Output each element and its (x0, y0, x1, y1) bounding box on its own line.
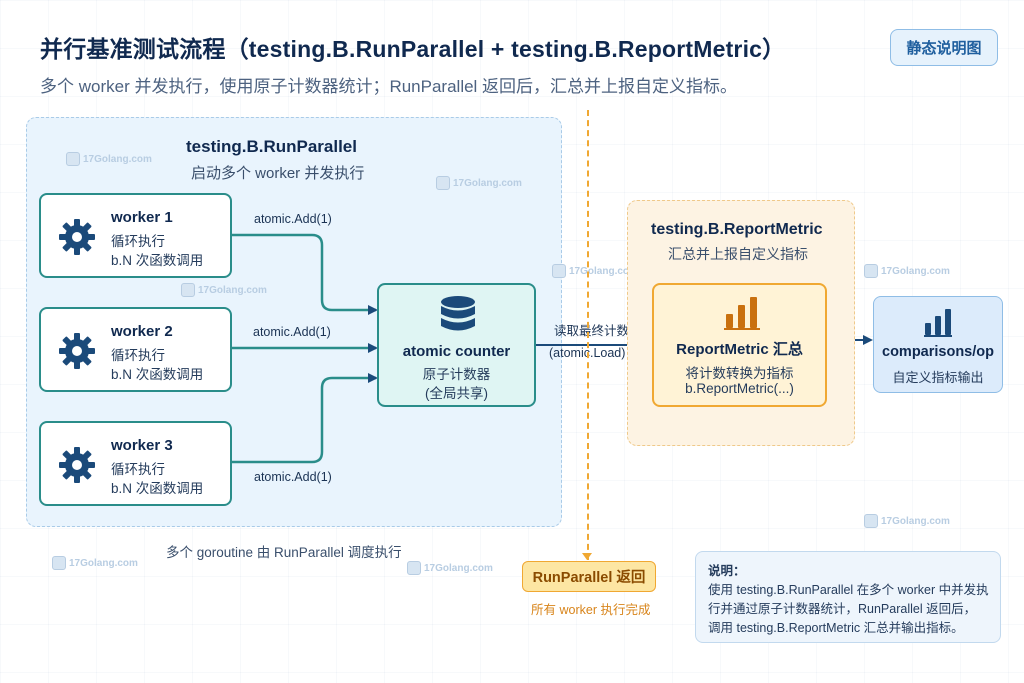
gear-icon (59, 333, 95, 369)
run-parallel-subtitle: 启动多个 worker 并发执行 (191, 165, 365, 182)
report-desc-line2: b.ReportMetric(...) (685, 381, 794, 396)
report-name: ReportMetric 汇总 (676, 341, 803, 358)
run-parallel-return-divider (587, 110, 589, 560)
worker-desc-line1: 循环执行 (111, 462, 165, 477)
report-desc-line1: 将计数转换为指标 (685, 366, 794, 381)
page-title: 并行基准测试流程（testing.B.RunParallel + testing… (40, 36, 786, 62)
watermark: 17Golang.com (864, 264, 950, 278)
bar-chart-icon (724, 297, 760, 330)
report-metric-node: ReportMetric 汇总 将计数转换为指标 b.ReportMetric(… (652, 283, 827, 407)
worker-1-node: worker 1 循环执行 b.N 次函数调用 (39, 193, 232, 278)
worker-name: worker 2 (111, 323, 173, 340)
note-line: 使用 testing.B.RunParallel 在多个 worker 中并发执 (708, 583, 989, 597)
watermark-logo-icon (181, 283, 195, 297)
worker3-to-counter-arrow (232, 373, 378, 464)
atomic-counter-node: atomic counter 原子计数器 (全局共享) (377, 283, 536, 407)
watermark: 17Golang.com (407, 561, 493, 575)
static-diagram-badge: 静态说明图 (890, 29, 998, 66)
run-parallel-return-caption: 所有 worker 执行完成 (531, 603, 651, 617)
watermark-logo-icon (436, 176, 450, 190)
output-name: comparisons/op (882, 344, 994, 360)
database-icon (441, 296, 475, 331)
counter-desc-line2: (全局共享) (425, 386, 488, 401)
note-line: 行并通过原子计数器统计，RunParallel 返回后， (708, 602, 977, 616)
note-title: 说明： (708, 564, 746, 578)
worker2-edge-label: atomic.Add(1) (253, 325, 331, 339)
worker3-edge-label: atomic.Add(1) (254, 470, 332, 484)
comparisons-output-node: comparisons/op 自定义指标输出 (873, 296, 1003, 393)
worker1-to-counter-arrow (232, 233, 378, 315)
gear-icon (59, 447, 95, 483)
watermark-logo-icon (66, 152, 80, 166)
explanation-note: 说明： 使用 testing.B.RunParallel 在多个 worker … (695, 551, 1001, 643)
watermark: 17Golang.com (181, 283, 267, 297)
page-subtitle: 多个 worker 并发执行，使用原子计数器统计；RunParallel 返回后… (40, 77, 738, 96)
watermark: 17Golang.com (552, 264, 638, 278)
watermark-logo-icon (864, 264, 878, 278)
worker-desc-line2: b.N 次函数调用 (111, 481, 204, 496)
worker-desc-line1: 循环执行 (111, 348, 165, 363)
worker-desc-line1: 循环执行 (111, 234, 165, 249)
report-metric-title: testing.B.ReportMetric (651, 221, 823, 238)
gear-icon (59, 219, 95, 255)
watermark: 17Golang.com (52, 556, 138, 570)
worker-name: worker 1 (111, 209, 173, 226)
watermark-logo-icon (407, 561, 421, 575)
note-line: 调用 testing.B.ReportMetric 汇总并输出指标。 (708, 621, 964, 635)
worker-3-node: worker 3 循环执行 b.N 次函数调用 (39, 421, 232, 506)
run-parallel-return-badge: RunParallel 返回 (522, 561, 656, 592)
worker-name: worker 3 (111, 437, 173, 454)
watermark-logo-icon (552, 264, 566, 278)
watermark: 17Golang.com (436, 176, 522, 190)
worker-desc-line2: b.N 次函数调用 (111, 253, 204, 268)
report-metric-subtitle: 汇总并上报自定义指标 (668, 246, 808, 262)
run-parallel-title: testing.B.RunParallel (186, 137, 357, 156)
bar-chart-icon (924, 309, 952, 337)
watermark-logo-icon (864, 514, 878, 528)
counter-name: atomic counter (402, 343, 511, 360)
run-parallel-footer: 多个 goroutine 由 RunParallel 调度执行 (166, 545, 402, 560)
watermark: 17Golang.com (66, 152, 152, 166)
output-desc: 自定义指标输出 (892, 370, 984, 385)
worker-desc-line2: b.N 次函数调用 (111, 367, 204, 382)
counter-desc-line1: 原子计数器 (422, 367, 491, 382)
read-edge-label: 读取最终计数 (554, 324, 630, 338)
worker-2-node: worker 2 循环执行 b.N 次函数调用 (39, 307, 232, 392)
watermark-logo-icon (52, 556, 66, 570)
worker1-edge-label: atomic.Add(1) (254, 212, 332, 226)
watermark: 17Golang.com (864, 514, 950, 528)
